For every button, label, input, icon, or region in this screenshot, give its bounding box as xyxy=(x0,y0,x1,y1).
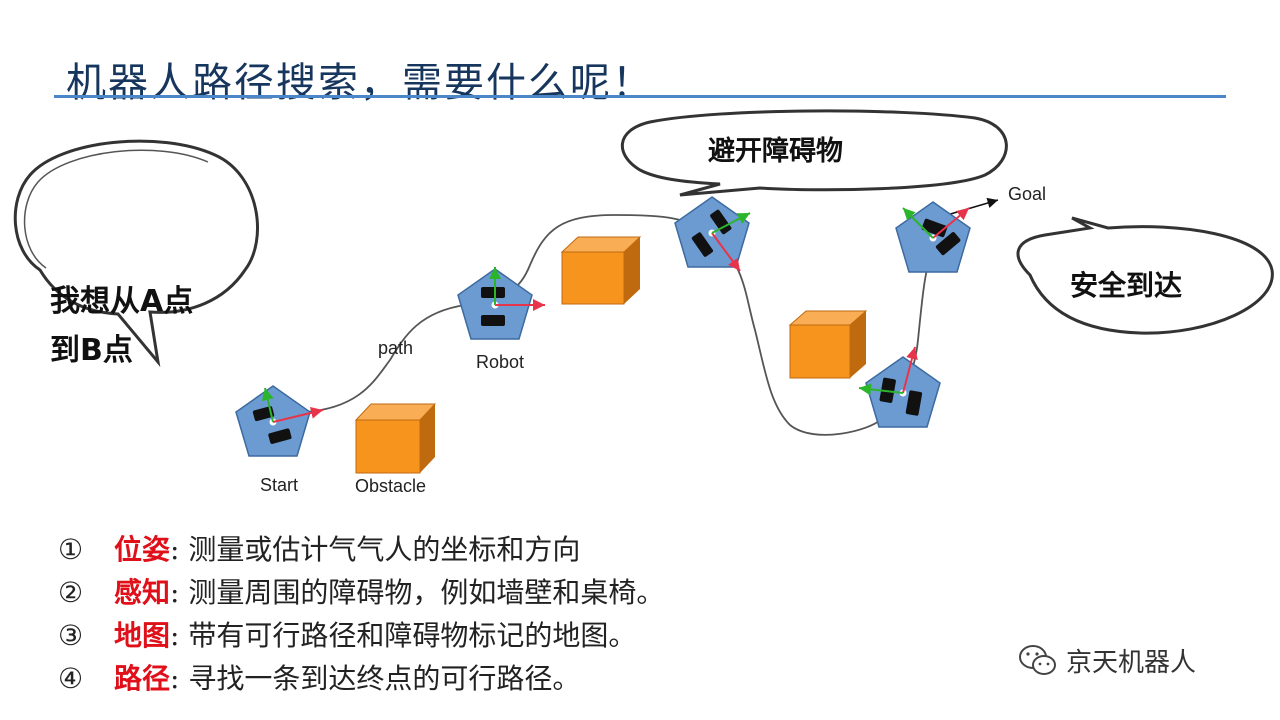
item-number: ③ xyxy=(58,619,84,652)
watermark-text: 京天机器人 xyxy=(1066,648,1197,678)
item-term: 位姿 xyxy=(114,533,171,566)
robot-start xyxy=(235,385,324,457)
label-robot: Robot xyxy=(476,352,524,372)
speech-bubble-avoid: 避开障碍物 xyxy=(621,109,1008,197)
bubble-avoid-text: 避开障碍物 xyxy=(708,135,843,167)
label-goal: Goal xyxy=(1008,184,1046,204)
item-desc: 寻找一条到达终点的可行路径。 xyxy=(188,662,581,695)
title-divider xyxy=(54,95,1226,98)
robot-goal xyxy=(895,201,971,273)
item-term: 路径 xyxy=(114,662,171,695)
speech-bubble-safe: 安全到达 xyxy=(1016,216,1274,335)
item-term: 感知 xyxy=(114,576,171,609)
obstacle-2 xyxy=(560,236,642,305)
item-desc: 测量周围的障碍物，例如墙壁和桌椅。 xyxy=(188,576,665,609)
item-desc: 带有可行路径和障碍物标记的地图。 xyxy=(188,619,637,652)
bubble-start-line2: 到B点 xyxy=(50,333,133,368)
robot-middle xyxy=(457,267,545,340)
watermark: 京天机器人 xyxy=(1018,642,1196,679)
obstacle-3 xyxy=(788,310,868,379)
bubble-start-line1: 我想从A点 xyxy=(50,284,193,319)
slide-title: 机器人路径搜索，需要什么呢！ xyxy=(66,60,654,106)
item-number: ④ xyxy=(58,662,84,695)
item-term: 地图 xyxy=(114,619,171,652)
item-number: ② xyxy=(58,576,84,609)
robot-top xyxy=(674,196,751,272)
item-number: ① xyxy=(58,533,84,566)
label-obstacle: Obstacle xyxy=(355,476,426,496)
label-path: path xyxy=(378,338,413,358)
bubble-safe-text: 安全到达 xyxy=(1070,269,1182,302)
robot-bottom xyxy=(858,346,941,428)
path-diagram: 我想从A点 到B点 避开障碍物 安全到达 xyxy=(13,109,1274,496)
speech-bubble-start: 我想从A点 到B点 xyxy=(13,139,259,368)
wechat-icon xyxy=(1019,644,1056,675)
obstacle-1 xyxy=(354,403,437,474)
label-start: Start xyxy=(260,475,298,495)
item-desc: 测量或估计气气人的坐标和方向 xyxy=(188,533,581,566)
